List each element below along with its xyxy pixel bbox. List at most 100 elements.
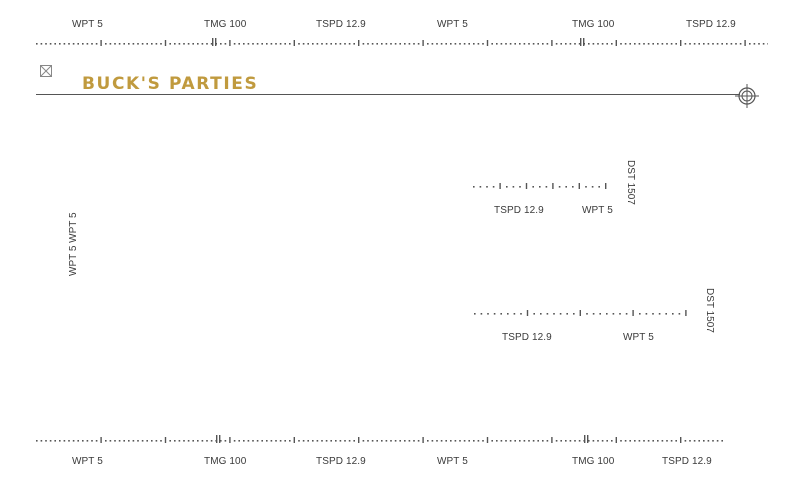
- tick-mark: [499, 183, 501, 189]
- tick-mark: [606, 440, 608, 442]
- tick-mark: [440, 440, 443, 442]
- tick-mark: [72, 440, 75, 442]
- tick-mark: [220, 440, 222, 442]
- tick-mark: [598, 186, 600, 188]
- tick-mark: [560, 440, 562, 442]
- tick-mark: [491, 43, 493, 45]
- tick-mark: [390, 43, 392, 45]
- tick-mark: [565, 440, 567, 442]
- tick-mark: [450, 43, 452, 45]
- crosshair-target-icon[interactable]: [735, 84, 759, 108]
- tick-mark: [279, 440, 282, 442]
- tick-mark: [362, 440, 365, 442]
- tick-mark: [532, 43, 535, 45]
- bottom-tick-svg: [36, 435, 723, 443]
- tick-mark: [539, 186, 541, 188]
- tick-mark: [293, 40, 295, 46]
- tick-mark: [492, 186, 495, 188]
- tick-mark: [335, 43, 337, 45]
- tick-mark: [634, 43, 636, 45]
- tick-mark: [307, 43, 309, 45]
- tick-mark: [533, 313, 535, 315]
- tick-mark: [339, 440, 342, 442]
- tick-mark: [573, 313, 575, 315]
- tick-mark: [652, 313, 654, 315]
- tick-mark: [335, 440, 337, 442]
- tick-mark: [128, 43, 130, 45]
- tick-mark: [344, 440, 346, 442]
- tick-mark: [394, 440, 397, 442]
- tick-mark-major: [580, 38, 582, 46]
- tick-mark: [523, 43, 526, 45]
- tick-mark: [36, 43, 38, 45]
- tick-mark: [210, 440, 213, 442]
- tick-mark: [592, 313, 595, 315]
- tick-mark: [417, 43, 420, 45]
- tick-mark: [289, 440, 291, 442]
- tick-mark: [82, 440, 84, 442]
- tick-mark: [109, 43, 112, 45]
- tick-mark: [459, 43, 461, 45]
- tick-mark: [546, 313, 549, 315]
- tick-mark: [220, 43, 222, 45]
- tick-mark: [565, 186, 567, 188]
- tick-mark: [367, 43, 369, 45]
- tick-mark: [105, 43, 107, 45]
- tick-mark: [468, 43, 470, 45]
- tick-mark: [192, 43, 194, 45]
- tick-mark: [474, 313, 476, 315]
- tick-mark: [54, 43, 56, 45]
- upper-widget-side-label: DST 1507: [625, 160, 636, 205]
- tick-mark: [293, 437, 295, 443]
- tick-mark: [95, 440, 98, 442]
- tick-mark: [169, 440, 171, 442]
- tick-mark: [279, 43, 282, 45]
- tick-mark: [684, 43, 687, 45]
- tick-mark-major: [587, 435, 589, 443]
- tick-mark: [514, 440, 516, 442]
- tick-mark: [59, 43, 61, 45]
- tick-mark: [514, 43, 516, 45]
- tick-mark: [252, 43, 254, 45]
- tick-mark: [712, 440, 714, 442]
- tick-mark: [678, 313, 681, 315]
- tick-mark: [436, 43, 438, 45]
- tick-mark: [520, 313, 522, 315]
- tick-mark: [183, 440, 185, 442]
- tick-mark: [404, 43, 406, 45]
- tick-mark: [597, 43, 599, 45]
- tick-mark: [201, 440, 204, 442]
- tick-mark: [486, 186, 488, 188]
- tick-mark: [551, 437, 553, 443]
- tick-mark: [505, 43, 507, 45]
- tick-mark-major: [583, 38, 585, 46]
- tick-mark: [585, 186, 587, 188]
- tick-mark: [160, 43, 162, 45]
- tick-mark: [72, 43, 75, 45]
- tick-mark: [661, 43, 664, 45]
- tick-mark: [624, 440, 627, 442]
- tick-mark: [586, 313, 588, 315]
- tick-mark: [137, 43, 139, 45]
- tick-mark: [49, 43, 52, 45]
- tick-mark: [307, 440, 309, 442]
- tick-mark: [569, 43, 572, 45]
- tick-mark: [519, 186, 521, 188]
- tick-mark: [588, 440, 590, 442]
- bottom-label-tspd-2: TSPD 12.9: [662, 456, 712, 467]
- top-label-tspd-2: TSPD 12.9: [686, 19, 736, 30]
- tick-mark: [505, 440, 507, 442]
- tick-mark: [703, 43, 705, 45]
- close-box-icon[interactable]: [40, 64, 52, 77]
- tick-mark: [348, 43, 351, 45]
- tick-mark: [312, 440, 314, 442]
- tick-mark: [726, 43, 728, 45]
- tick-mark: [645, 313, 648, 315]
- tick-mark: [703, 440, 705, 442]
- bottom-label-tspd: TSPD 12.9: [316, 456, 366, 467]
- tick-mark: [252, 440, 254, 442]
- tick-mark: [473, 440, 475, 442]
- bottom-tick-bar: [36, 435, 726, 443]
- tick-mark: [693, 440, 696, 442]
- tick-mark: [169, 43, 171, 45]
